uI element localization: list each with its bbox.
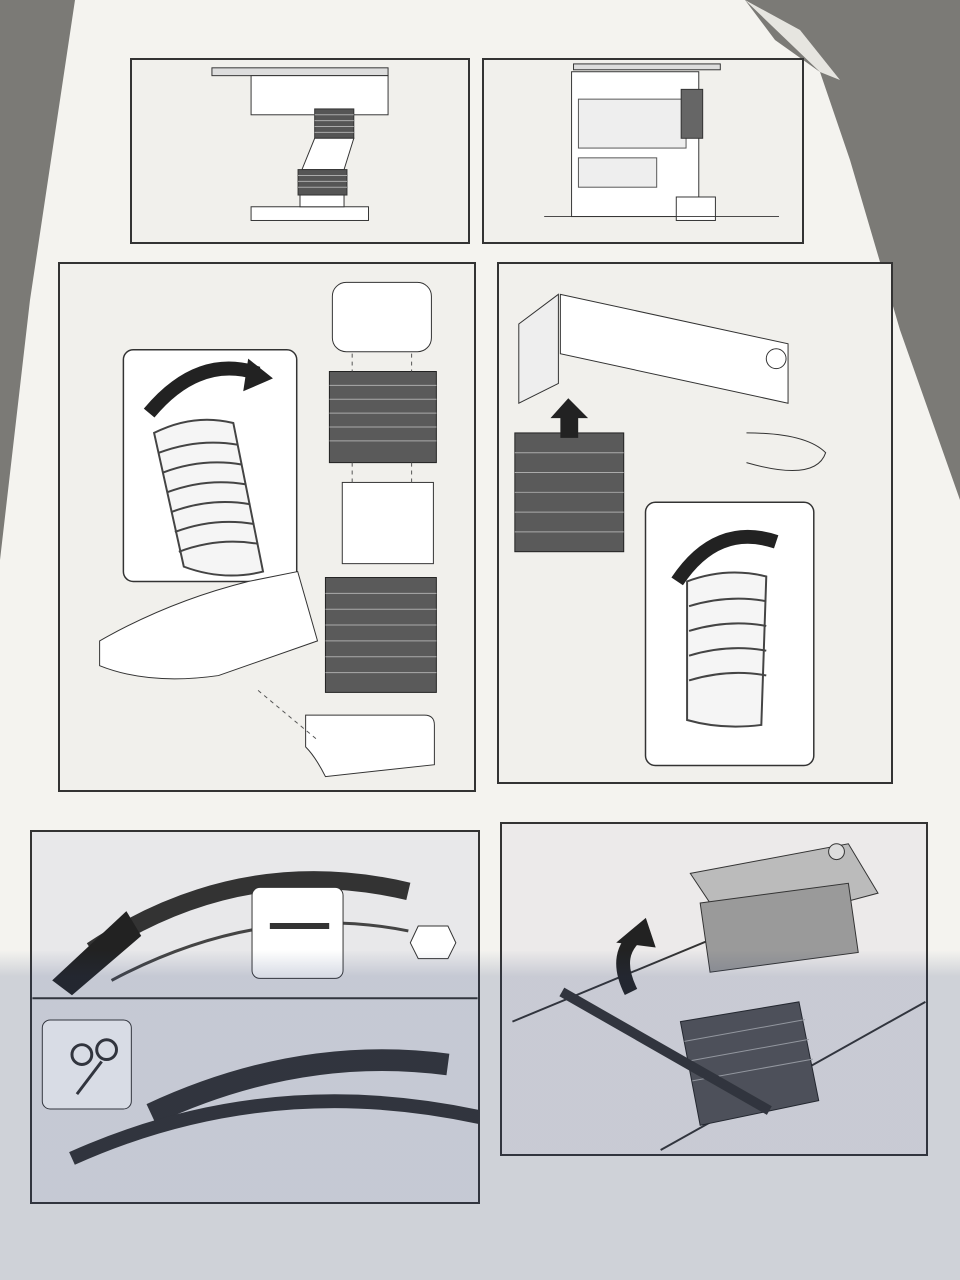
bellows-lower bbox=[324, 577, 437, 693]
step-7-panel: 7 bbox=[30, 830, 480, 1204]
fan-bellows bbox=[679, 1001, 820, 1126]
step-4-panel: 4 bbox=[482, 58, 804, 244]
step-3-panel: 3 bbox=[130, 58, 470, 244]
bellows-upper bbox=[328, 371, 437, 464]
step-8-panel: 8 bbox=[500, 822, 928, 1156]
step-6-panel: 6 bbox=[497, 262, 893, 784]
cable-tie-illustration bbox=[32, 871, 478, 1165]
fan-unit-illustration bbox=[512, 843, 926, 1151]
hood-fan-illustration bbox=[514, 293, 827, 767]
duct-stack-illustration bbox=[99, 281, 437, 778]
range-hood-illustration bbox=[544, 63, 780, 221]
bellows-duct bbox=[514, 432, 625, 553]
ceiling-duct-illustration bbox=[211, 67, 389, 221]
step-5-panel: 5 bbox=[58, 262, 476, 792]
